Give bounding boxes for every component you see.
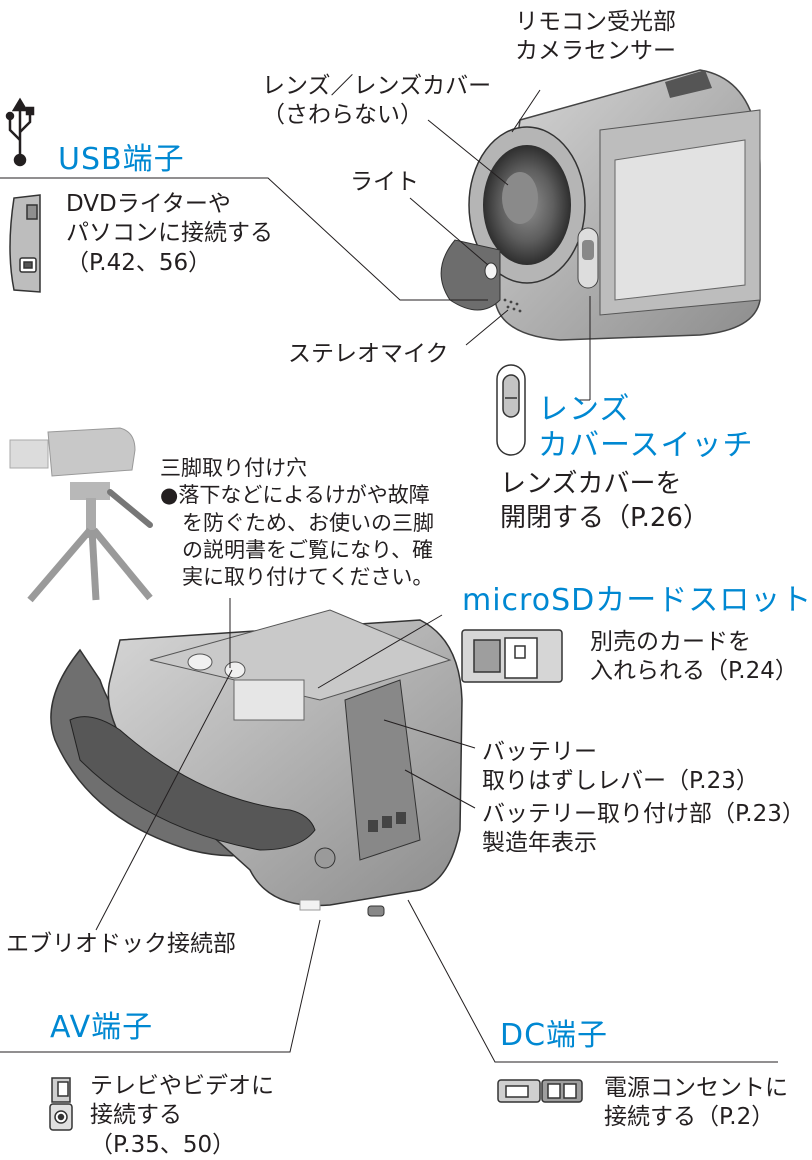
dc-desc-line: 接続する（P.2） — [604, 1104, 775, 1131]
camcorder-side-view — [440, 69, 761, 341]
lens-switch-description: レンズカバーを 開閉する（P.26） — [500, 468, 709, 536]
remote-sensor-label-line: リモコン受光部 — [515, 9, 676, 35]
usb-desc-line: DVDライターや — [66, 191, 231, 217]
microsd-desc-line: 入れられる（P.24） — [590, 658, 798, 685]
tripod-note-line: 実に取り付けてください。 — [182, 565, 434, 590]
av-desc-line: 接続する — [90, 1102, 182, 1129]
tripod-hole-label: 三脚取り付け穴 ●落下などによるけがや故障 を防ぐため、お使いの三脚 の説明書を… — [160, 455, 434, 591]
av-desc-line: テレビやビデオに — [90, 1073, 274, 1099]
lens-switch-heading-line: レンズ — [538, 392, 631, 427]
battery-mount-line: バッテリー取り付け部（P.23） — [482, 801, 805, 827]
camera-sensor-label-line: カメラセンサー — [515, 38, 676, 65]
av-port-icon — [49, 1077, 73, 1131]
leader-lines-bottom — [0, 598, 778, 1063]
battery-lever-label: バッテリー 取りはずしレバー（P.23） — [482, 738, 759, 797]
av-heading: AV端子 — [50, 1010, 154, 1045]
usb-symbol-icon — [5, 97, 35, 167]
usb-description: DVDライターや パソコンに接続する （P.42、56） — [66, 190, 273, 278]
lens-switch-heading: レンズ カバースイッチ — [538, 392, 754, 464]
dc-jack-icon — [497, 1079, 583, 1103]
light-label: ライト — [350, 169, 419, 195]
microsd-description: 別売のカードを 入れられる（P.24） — [590, 628, 798, 687]
dc-description: 電源コンセントに 接続する（P.2） — [604, 1074, 788, 1133]
av-description: テレビやビデオに 接続する （P.35、50） — [90, 1072, 274, 1160]
usb-port-cover-icon — [9, 194, 41, 293]
lens-switch-desc-line: 開閉する（P.26） — [500, 502, 709, 533]
dc-desc-line: 電源コンセントに — [604, 1075, 788, 1101]
lens-switch-desc-line: レンズカバーを — [500, 469, 682, 499]
usb-desc-line: パソコンに接続する — [66, 220, 273, 247]
tripod-hole-title: 三脚取り付け穴 — [160, 456, 307, 480]
camcorder-bottom-view — [50, 609, 463, 917]
battery-lever-line: バッテリー — [482, 739, 597, 765]
tripod-note-line: を防ぐため、お使いの三脚 — [182, 510, 434, 535]
tripod-camera-illustration — [9, 427, 153, 603]
microsd-slot-icon — [461, 629, 563, 683]
do-not-touch-label-line: （さわらない） — [262, 102, 423, 129]
remote-sensor-label: リモコン受光部 カメラセンサー — [515, 8, 676, 67]
tripod-note-line: ●落下などによるけがや故障 — [160, 483, 430, 508]
tripod-note-line: の説明書をご覧になり、確 — [182, 537, 434, 562]
battery-mount-line: 製造年表示 — [482, 830, 597, 857]
stereo-mic-label: ステレオマイク — [288, 341, 449, 367]
lens-cover-switch-icon — [496, 364, 526, 456]
lens-cover-label: レンズ／レンズカバー （さわらない） — [262, 72, 491, 131]
dc-heading: DC端子 — [500, 1018, 609, 1053]
diagram-artwork — [0, 69, 778, 1131]
lens-label-line: レンズ／レンズカバー — [262, 73, 492, 99]
microsd-heading: microSDカードスロット — [462, 583, 812, 618]
lens-switch-heading-line: カバースイッチ — [538, 428, 754, 463]
usb-desc-line: （P.42、56） — [66, 249, 212, 276]
battery-lever-line: 取りはずしレバー（P.23） — [482, 768, 759, 795]
av-desc-line: （P.35、50） — [90, 1131, 236, 1158]
leader-lines-top — [0, 89, 591, 401]
microsd-desc-line: 別売のカードを — [590, 629, 751, 655]
battery-mount-label: バッテリー取り付け部（P.23） 製造年表示 — [482, 800, 805, 859]
everio-dock-label: エブリオドック接続部 — [6, 931, 236, 957]
usb-heading: USB端子 — [58, 142, 185, 177]
